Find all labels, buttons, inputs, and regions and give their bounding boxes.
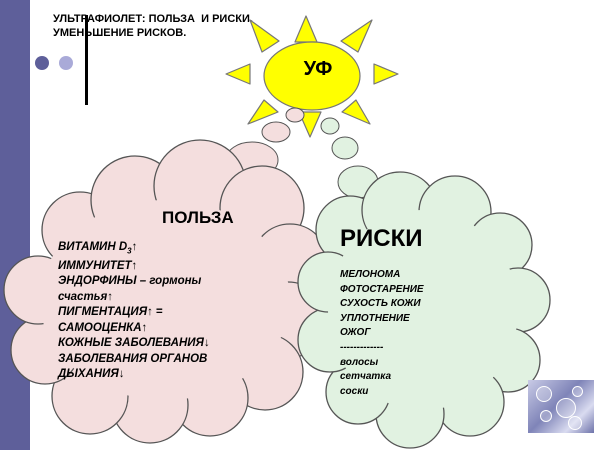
decor-dot-dark xyxy=(35,56,49,70)
benefit-selfesteem: САМООЦЕНКА↑ xyxy=(58,321,148,334)
sun-label: УФ xyxy=(303,58,333,80)
risk-separator: ------------- xyxy=(340,341,384,353)
decor-dot-light xyxy=(59,56,73,70)
benefit-respiratory-2: ДЫХАНИЯ↓ xyxy=(58,368,125,381)
benefit-pigmentation: ПИГМЕНТАЦИЯ↑ = xyxy=(58,306,163,319)
benefit-endorphins: ЭНДОРФИНЫ – гормоны xyxy=(58,275,202,288)
risk-item: ОЖОГ xyxy=(340,327,371,339)
bubbles-image xyxy=(528,380,594,433)
risks-title: РИСКИ xyxy=(340,225,423,252)
benefits-title: ПОЛЬЗА xyxy=(162,208,234,227)
benefit-vitamin: ВИТАМИН D3↑ xyxy=(58,241,138,256)
risks-thought-bubbles xyxy=(320,117,379,199)
benefit-immunity: ИММУНИТЕТ↑ xyxy=(58,259,138,272)
slide-title: УЛЬТРАФИОЛЕТ: ПОЛЬЗА И РИСКИ. УМЕНЬШЕНИЕ… xyxy=(53,13,253,39)
risk-item: соски xyxy=(340,385,369,397)
benefits-list: ВИТАМИН D3↑ ИММУНИТЕТ↑ ЭНДОРФИНЫ – гормо… xyxy=(58,240,283,383)
risk-item: МЕЛОНОМА xyxy=(340,269,401,280)
risk-item: сетчатка xyxy=(340,371,392,383)
benefit-respiratory-1: ЗАБОЛЕВАНИЯ ОРГАНОВ xyxy=(58,352,208,365)
sun-rays xyxy=(225,15,399,138)
benefit-skin-diseases: КОЖНЫЕ ЗАБОЛЕВАНИЯ↓ xyxy=(58,337,210,350)
risks-cloud xyxy=(297,171,551,449)
risks-list: МЕЛОНОМА ФОТОСТАРЕНИЕ СУХОСТЬ КОЖИ УПЛОТ… xyxy=(340,268,480,399)
risk-item: УПЛОТНЕНИЕ xyxy=(340,312,410,324)
sun-body xyxy=(263,41,361,111)
divider-line xyxy=(85,15,88,105)
benefit-happiness: счастья↑ xyxy=(58,290,114,303)
risk-item: волосы xyxy=(340,356,379,368)
risk-item: СУХОСТЬ КОЖИ xyxy=(340,298,421,310)
risk-item: ФОТОСТАРЕНИЕ xyxy=(340,283,424,295)
